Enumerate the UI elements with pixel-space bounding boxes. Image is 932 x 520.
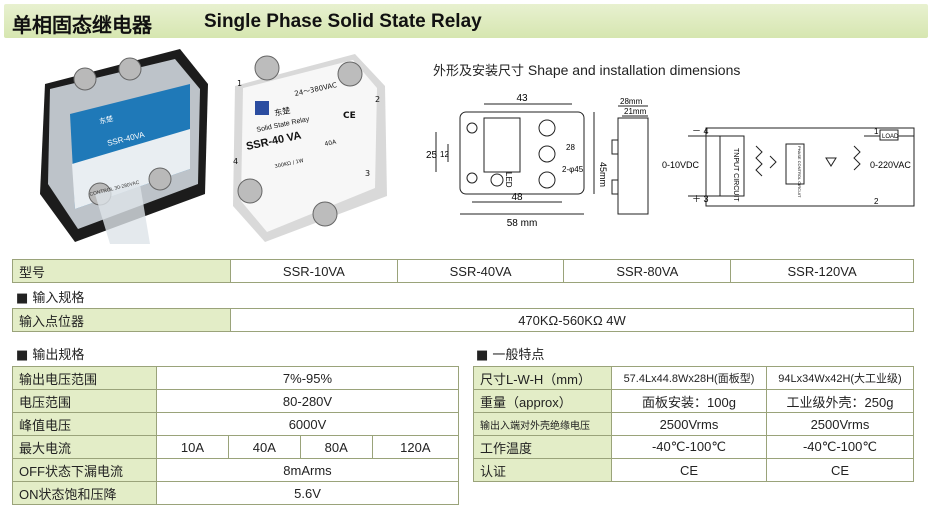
output-value: 7%-95% bbox=[156, 366, 459, 390]
relay-photo-covered: SSR-40VA 东楚 CONTROL 30-280VAC bbox=[40, 49, 208, 244]
table-row: 型号 SSR-10VA SSR-40VA SSR-80VA SSR-120VA bbox=[12, 259, 914, 283]
general-value: 2500Vrms bbox=[611, 412, 767, 436]
table-row: 输入点位器 470KΩ-560KΩ 4W bbox=[12, 308, 914, 332]
table-row: 电压范围 80-280V bbox=[12, 389, 459, 413]
table-row: 重量（approx） 面板安装：100g 工业级外壳：250g bbox=[473, 389, 915, 413]
output-table: 输出电压范围 7%-95% 电压范围 80-280V 峰值电压 6000V 最大… bbox=[12, 366, 460, 505]
circuit-diagram: － 4 ＋ 3 0-10VDC TNPUT CIRCUIT PHASE CONT… bbox=[662, 126, 915, 207]
circuit-t2: 2 bbox=[874, 197, 879, 206]
model-cell: SSR-40VA bbox=[396, 259, 565, 283]
circuit-minus4: － 4 bbox=[692, 126, 709, 136]
output-label: OFF状态下漏电流 bbox=[12, 458, 157, 482]
photo2-t1: 1 bbox=[237, 79, 242, 88]
models-label: 型号 bbox=[12, 259, 231, 283]
header-bar: 单相固态继电器 Single Phase Solid State Relay bbox=[4, 4, 928, 38]
side-view-drawing: 28mm 21mm bbox=[611, 97, 649, 215]
general-value: -40℃-100℃ bbox=[611, 435, 767, 459]
circuit-block1: TNPUT CIRCUIT bbox=[732, 148, 739, 202]
dim-45: 45mm bbox=[598, 162, 608, 187]
input-table: 输入点位器 470KΩ-560KΩ 4W bbox=[12, 308, 914, 332]
dim-28b: 28mm bbox=[620, 97, 643, 106]
title-en: Single Phase Solid State Relay bbox=[204, 11, 482, 32]
front-view-drawing: 43 25 12 48 58 mm 28 45mm 2-φ45 LED bbox=[426, 93, 608, 229]
output-label: ON状态饱和压降 bbox=[12, 481, 157, 505]
section-input: ■ 输入规格 bbox=[16, 291, 85, 306]
general-label: 认证 bbox=[473, 458, 612, 482]
table-row: OFF状态下漏电流 8mArms bbox=[12, 458, 459, 482]
current-cell: 120A bbox=[371, 435, 460, 459]
current-cell: 40A bbox=[227, 435, 301, 459]
general-label: 尺寸L-W-H（mm） bbox=[473, 366, 612, 390]
photo2-current: 40A bbox=[324, 138, 338, 147]
dim-43: 43 bbox=[516, 93, 528, 104]
table-row: ON状态饱和压降 5.6V bbox=[12, 481, 459, 505]
dims-title-en: Shape and installation dimensions bbox=[527, 62, 741, 78]
general-value: 工业级外壳：250g bbox=[765, 389, 915, 413]
photo2-t4: 4 bbox=[233, 157, 238, 166]
photo2-t2: 2 bbox=[375, 95, 380, 104]
circuit-block2: PHASE CONTROL CIRCUIT bbox=[797, 146, 802, 198]
table-row: 工作温度 -40℃-100℃ -40℃-100℃ bbox=[473, 435, 915, 459]
photo2-t3: 3 bbox=[365, 169, 370, 178]
circuit-t1: 1 bbox=[874, 127, 879, 136]
model-cell: SSR-120VA bbox=[730, 259, 914, 283]
table-row: 尺寸L-W-H（mm） 57.4Lx44.8Wx28H(面板型) 94Lx34W… bbox=[473, 366, 915, 390]
circuit-in-label: 0-10VDC bbox=[662, 160, 700, 170]
dim-25: 25 bbox=[426, 150, 438, 161]
model-cell: SSR-10VA bbox=[230, 259, 398, 283]
table-row: 最大电流 10A 40A 80A 120A bbox=[12, 435, 460, 459]
dim-2phi: 2-φ45 bbox=[562, 165, 584, 174]
models-table: 型号 SSR-10VA SSR-40VA SSR-80VA SSR-120VA bbox=[12, 259, 914, 283]
current-cell: 80A bbox=[299, 435, 373, 459]
section-output: ■ 输出规格 bbox=[16, 348, 85, 363]
current-cell: 10A bbox=[156, 435, 229, 459]
dims-title: 外形及安装尺寸 Shape and installation dimension… bbox=[433, 60, 740, 79]
table-row: 认证 CE CE bbox=[473, 458, 915, 482]
model-cell: SSR-80VA bbox=[563, 259, 732, 283]
title-cn: 单相固态继电器 bbox=[12, 13, 152, 37]
general-value: 面板安装：100g bbox=[611, 389, 767, 413]
circuit-plus3: ＋ 3 bbox=[692, 194, 709, 204]
output-value: 8mArms bbox=[156, 458, 459, 482]
dim-21: 21mm bbox=[624, 107, 647, 116]
general-value: 2500Vrms bbox=[765, 412, 915, 436]
output-value: 5.6V bbox=[156, 481, 459, 505]
output-label: 输出电压范围 bbox=[12, 366, 157, 390]
photo2-brand: 东楚 bbox=[273, 105, 291, 118]
input-value: 470KΩ-560KΩ 4W bbox=[230, 308, 914, 332]
photo1-brand: 东楚 bbox=[98, 114, 114, 126]
general-label: 输出入端对外壳绝缘电压 bbox=[473, 412, 612, 436]
circuit-out-label: 0-220VAC bbox=[870, 160, 911, 170]
relay-photo-white: 24～380VAC 东楚 Solid State Relay SSR-40 VA… bbox=[233, 54, 387, 242]
output-label: 最大电流 bbox=[12, 435, 157, 459]
general-value: -40℃-100℃ bbox=[765, 435, 915, 459]
output-value: 80-280V bbox=[156, 389, 459, 413]
general-label: 工作温度 bbox=[473, 435, 612, 459]
section-general: ■ 一般特点 bbox=[476, 348, 545, 363]
table-row: 输出入端对外壳绝缘电压 2500Vrms 2500Vrms bbox=[473, 412, 915, 436]
table-row: 峰值电压 6000V bbox=[12, 412, 459, 436]
circuit-load: LOAD bbox=[882, 134, 899, 140]
dims-title-cn: 外形及安装尺寸 bbox=[433, 64, 525, 79]
dim-58: 58 mm bbox=[507, 218, 538, 229]
general-value: 94Lx34Wx42H(大工业级) bbox=[765, 366, 915, 390]
output-value: 6000V bbox=[156, 412, 459, 436]
general-value: 57.4Lx44.8Wx28H(面板型) bbox=[611, 366, 767, 390]
general-value: CE bbox=[611, 458, 767, 482]
table-row: 输出电压范围 7%-95% bbox=[12, 366, 459, 390]
dim-12: 12 bbox=[440, 150, 449, 159]
dim-48: 48 bbox=[511, 192, 523, 203]
output-label: 电压范围 bbox=[12, 389, 157, 413]
output-label: 峰值电压 bbox=[12, 412, 157, 436]
general-value: CE bbox=[765, 458, 915, 482]
photo2-ce: CE bbox=[343, 111, 356, 121]
dim-led: LED bbox=[504, 172, 513, 188]
dim-28a: 28 bbox=[566, 143, 575, 152]
general-label: 重量（approx） bbox=[473, 389, 612, 413]
input-label: 输入点位器 bbox=[12, 308, 231, 332]
general-table: 尺寸L-W-H（mm） 57.4Lx44.8Wx28H(面板型) 94Lx34W… bbox=[473, 366, 915, 482]
